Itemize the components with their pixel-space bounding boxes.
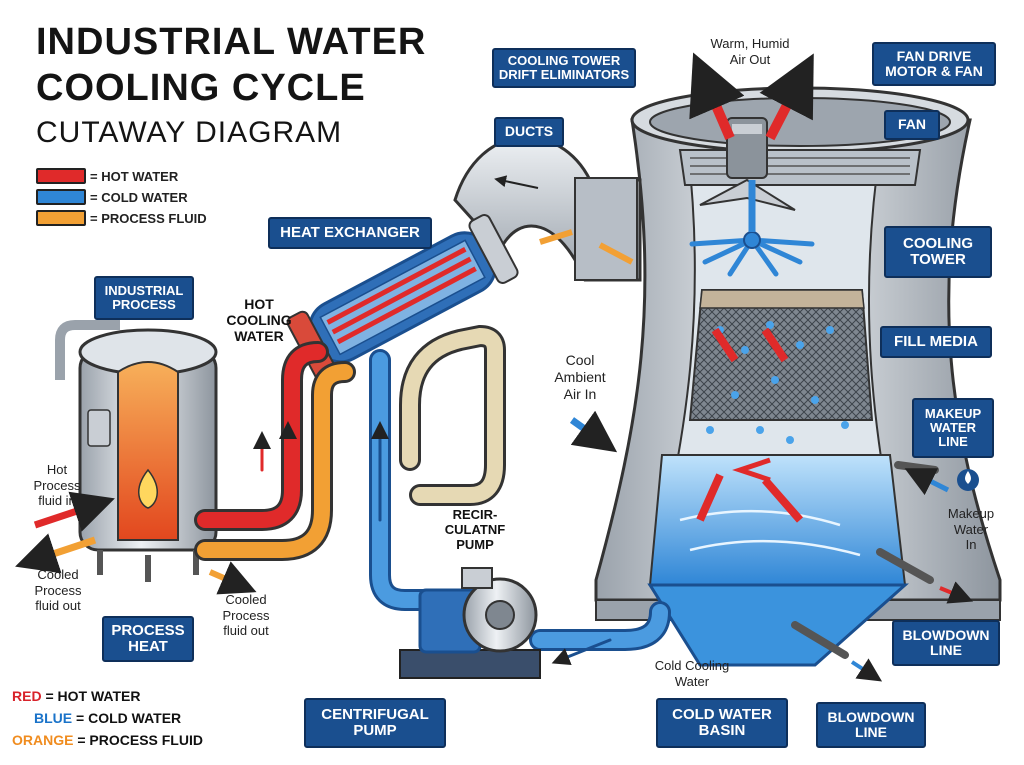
label-fan: FAN (884, 110, 940, 140)
label-fill-media: FILL MEDIA (880, 326, 992, 358)
label-cooling-tower: COOLING TOWER (884, 226, 992, 278)
flow-arrows (15, 175, 974, 682)
legend-swatch-process (36, 210, 86, 226)
label-ducts: DUCTS (494, 117, 564, 147)
label-cold-cooling-water: Cold Cooling Water (654, 658, 730, 689)
label-cold-water-basin: COLD WATER BASIN (656, 698, 788, 748)
label-blowdown-line-right: BLOWDOWN LINE (892, 620, 1000, 666)
label-cooled-process-out-mid: Cooled Process fluid out (222, 592, 270, 639)
label-cooled-process-out-left: Cooled Process fluid out (34, 567, 82, 614)
bottom-legend-orange: ORANGE = PROCESS FLUID (12, 732, 203, 748)
label-recirculate-pump: RECIR- CULATNF PUMP (444, 507, 506, 552)
bottom-legend-orange-key: ORANGE (12, 732, 74, 748)
legend-label-cold: = COLD WATER (90, 189, 188, 205)
label-makeup-water-line: MAKEUP WATER LINE (912, 398, 994, 458)
diagram-title-line1: INDUSTRIAL WATER (36, 21, 427, 63)
legend-swatch-cold (36, 189, 86, 205)
label-makeup-water-in: Makeup Water In (947, 506, 995, 553)
diagram-title-line2: COOLING CYCLE (36, 67, 366, 109)
legend-swatch-hot (36, 168, 86, 184)
legend-hot-water: = HOT WATER (36, 168, 178, 184)
bottom-legend-red: RED = HOT WATER (12, 688, 140, 704)
bottom-legend-blue-text: = COLD WATER (72, 710, 182, 726)
water-drop-icon (957, 469, 979, 491)
legend-cold-water: = COLD WATER (36, 189, 188, 205)
legend-label-process: = PROCESS FLUID (90, 210, 207, 226)
label-warm-air-out: Warm, Humid Air Out (710, 36, 790, 67)
bottom-legend-red-key: RED (12, 688, 42, 704)
label-drift-eliminators: COOLING TOWER DRIFT ELIMINATORS (492, 48, 636, 88)
label-hot-process-fluid-in: Hot Process fluid in (33, 462, 81, 509)
cooling-tower (594, 52, 1002, 667)
label-cool-ambient-air: Cool Ambient Air In (554, 352, 606, 402)
label-fan-drive: FAN DRIVE MOTOR & FAN (872, 42, 996, 86)
label-heat-exchanger: HEAT EXCHANGER (268, 217, 432, 249)
label-industrial-process: INDUSTRIAL PROCESS (94, 276, 194, 320)
diagram-subtitle: CUTAWAY DIAGRAM (36, 116, 343, 149)
bottom-legend-blue: BLUE = COLD WATER (34, 710, 181, 726)
label-centrifugal-pump: CENTRIFUGAL PUMP (304, 698, 446, 748)
pipes (194, 324, 939, 666)
legend-label-hot: = HOT WATER (90, 168, 179, 184)
bottom-legend-orange-text: = PROCESS FLUID (73, 732, 203, 748)
bottom-legend-blue-key: BLUE (34, 710, 73, 726)
label-blowdown-line-bottom: BLOWDOWN LINE (816, 702, 926, 748)
centrifugal-pump (399, 567, 541, 679)
bottom-legend-red-text: = HOT WATER (41, 688, 141, 704)
label-hot-cooling-water: HOT COOLING WATER (226, 296, 292, 345)
legend-process-fluid: = PROCESS FLUID (36, 210, 207, 226)
label-process-heat: PROCESS HEAT (102, 616, 194, 662)
